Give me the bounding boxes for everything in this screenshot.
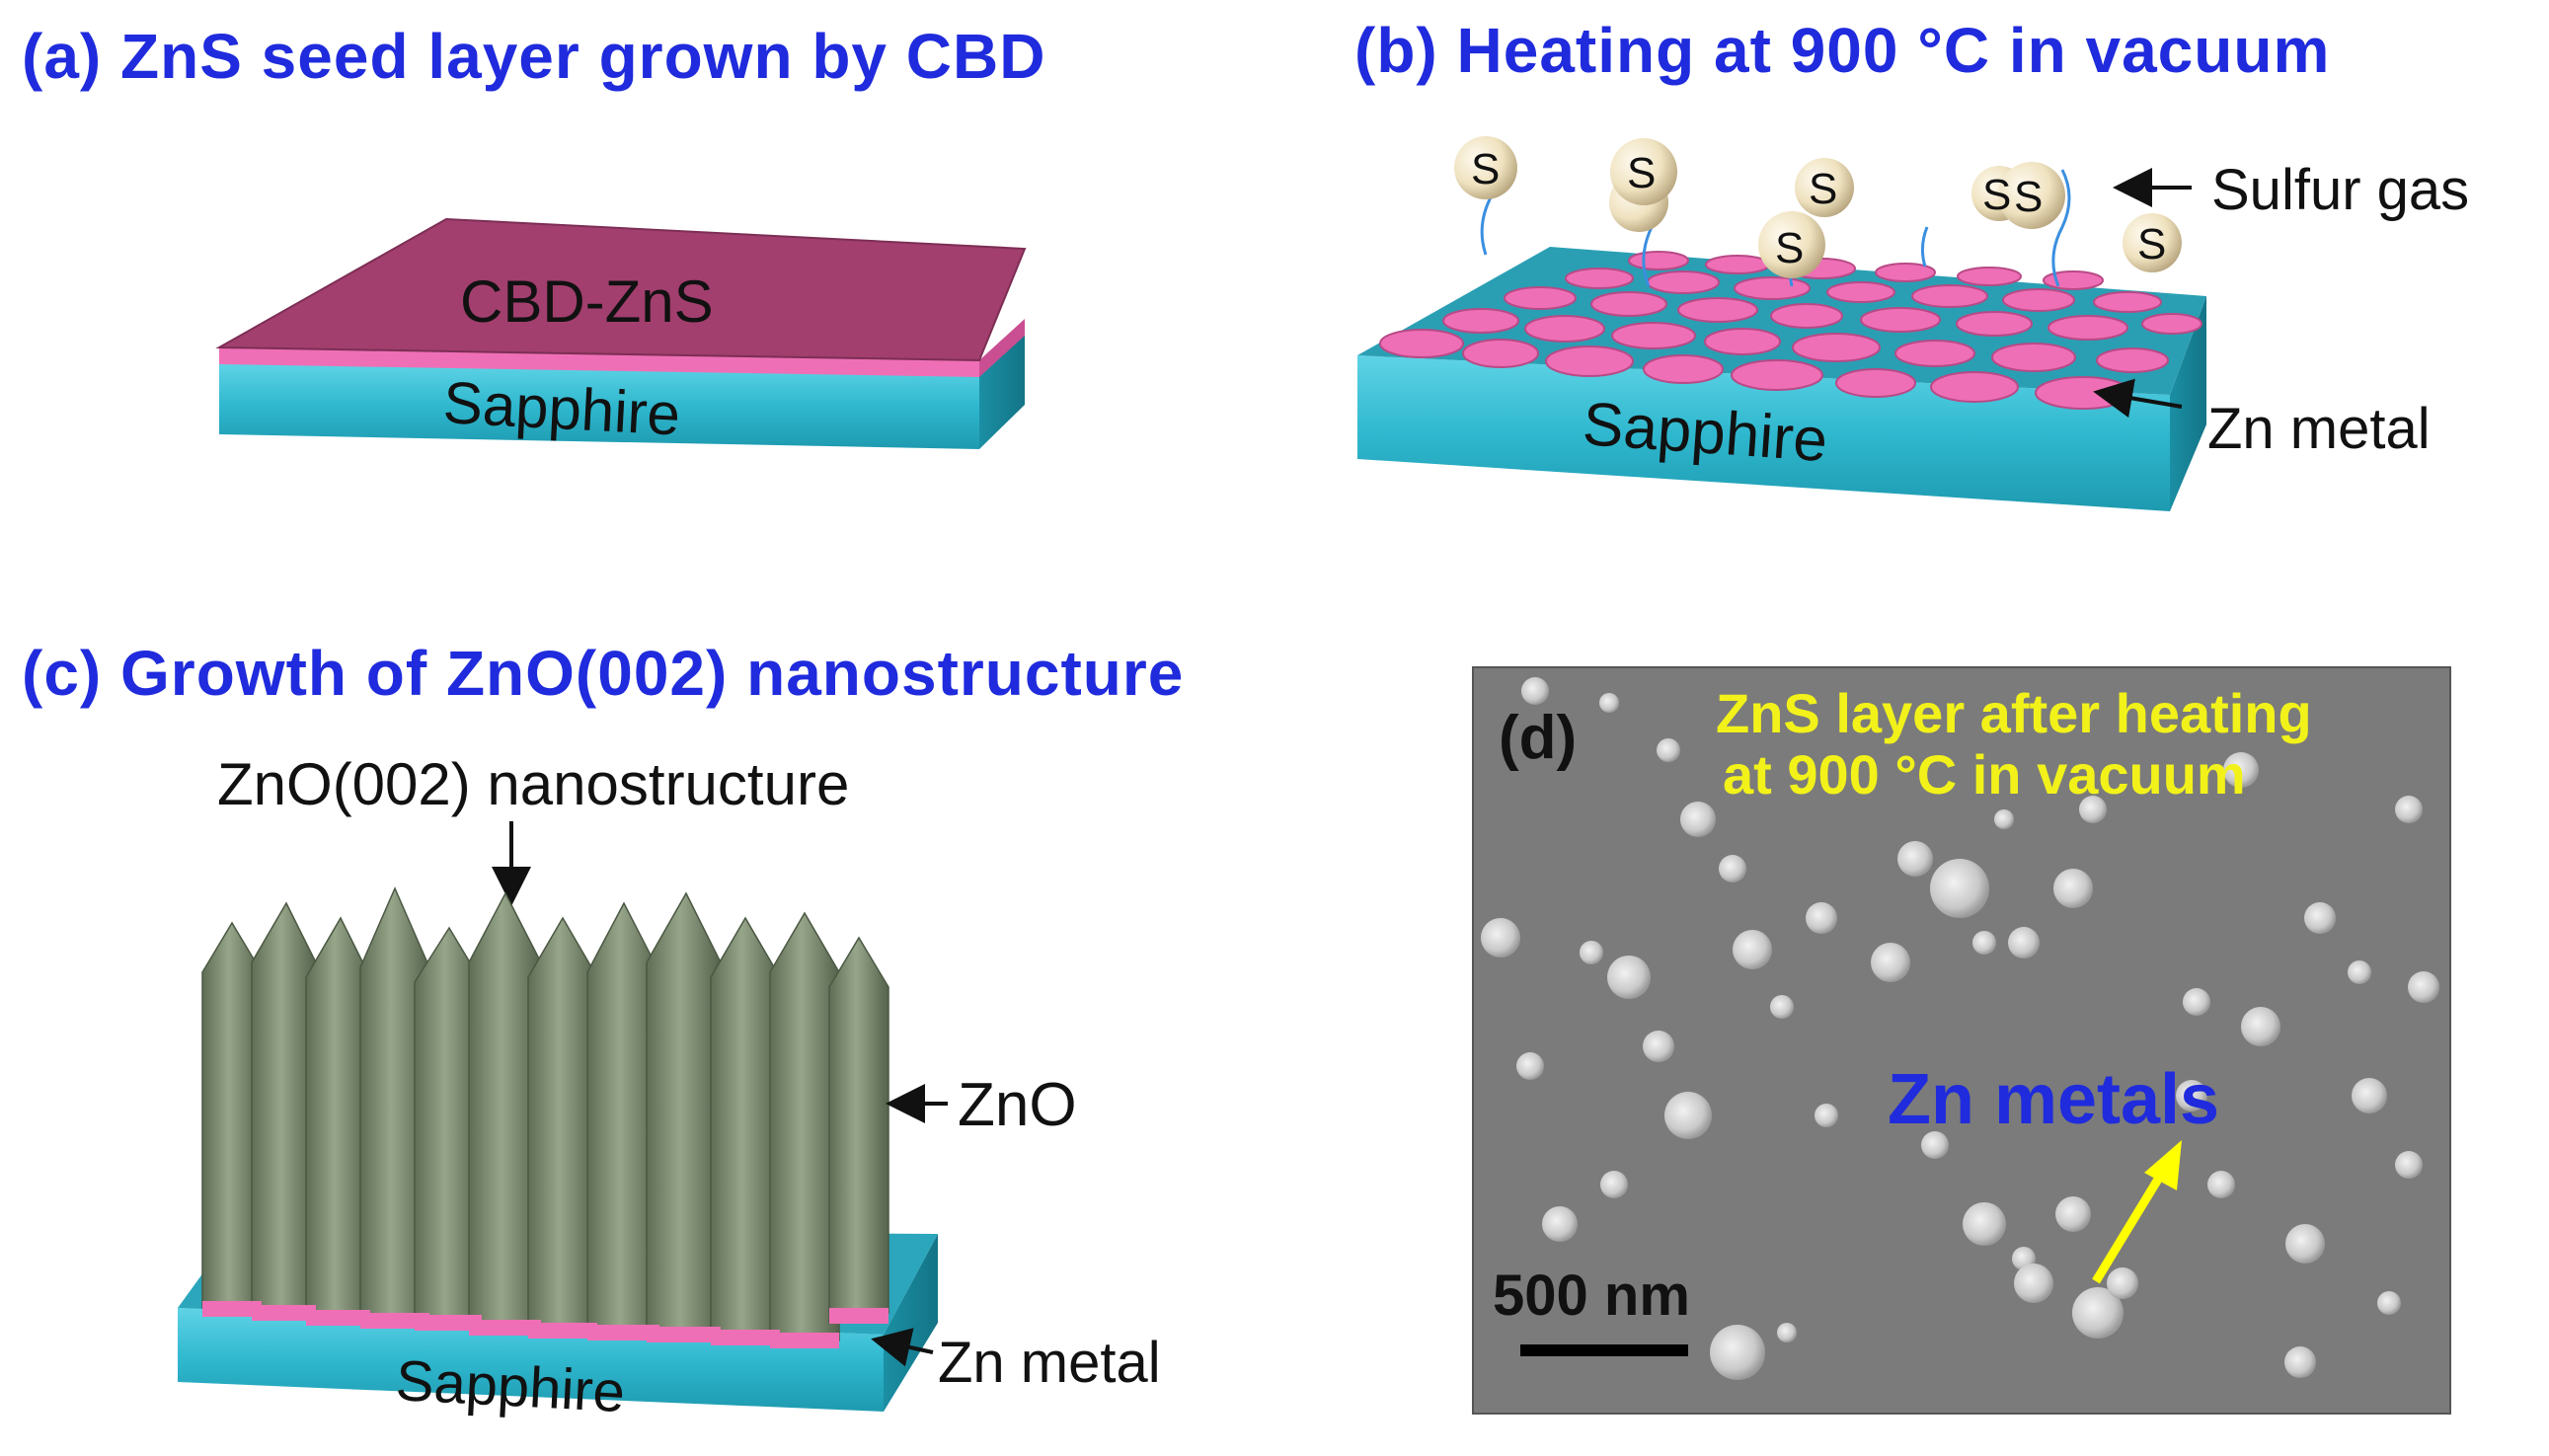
- zns-layer-side: [979, 319, 1025, 377]
- svg-text:S: S: [1627, 149, 1656, 197]
- scale-bar-label: 500 nm: [1493, 1264, 1690, 1328]
- sapphire-label-a: Sapphire: [441, 369, 681, 447]
- sapphire-label-c: Sapphire: [394, 1348, 626, 1424]
- zn-metals-label: Zn metals: [1888, 1060, 2219, 1139]
- zns-layer-top: [215, 217, 1027, 362]
- zno-nanorods: [201, 886, 889, 1341]
- svg-text:S: S: [2137, 220, 2166, 268]
- sem-background: [1472, 666, 2451, 1415]
- sapphire-substrate-front: [219, 363, 979, 449]
- sulfur-atoms: [1454, 136, 2182, 278]
- sem-caption-line2: at 900 °C in vacuum: [1723, 743, 2246, 805]
- zn-metals-arrow-shaft: [2092, 1170, 2166, 1284]
- zno-label: ZnO: [958, 1071, 1077, 1139]
- svg-text:S: S: [1775, 224, 1804, 272]
- zn-metal-label-b: Zn metal: [2207, 397, 2431, 461]
- zn-metal-bases: [202, 1301, 888, 1348]
- svg-text:S: S: [1809, 165, 1837, 213]
- sulfur-gas-label: Sulfur gas: [2211, 158, 2469, 222]
- panel-a-diagram: CBD-ZnS Sapphire: [215, 217, 1027, 449]
- panel-c-diagram: ZnO(002) nanostructure: [178, 751, 1161, 1424]
- zn-metal-islands: [1379, 251, 2202, 410]
- sem-particles: [1481, 677, 2439, 1380]
- sulfur-symbols: S S S S S S S: [1471, 145, 2166, 272]
- svg-text:S: S: [1471, 145, 1500, 193]
- panel-d-sem-image: (d) ZnS layer after heating at 900 °C in…: [1472, 666, 2451, 1415]
- sapphire-substrate-side: [979, 334, 1025, 449]
- scale-bar: [1520, 1344, 1688, 1356]
- svg-text:S: S: [2014, 173, 2043, 221]
- panel-c-title: (c) Growth of ZnO(002) nanostructure: [22, 638, 1185, 709]
- sem-caption-line1: ZnS layer after heating: [1716, 682, 2312, 744]
- svg-text:S: S: [1982, 171, 2011, 219]
- zno-nanostructure-label: ZnO(002) nanostructure: [217, 751, 849, 817]
- panel-d-label: (d): [1499, 704, 1577, 772]
- zn-metal-label-c: Zn metal: [938, 1331, 1161, 1395]
- zn-metals-arrow-head: [2144, 1140, 2182, 1190]
- panel-a-title: (a) ZnS seed layer grown by CBD: [22, 21, 1046, 92]
- zns-layer-front: [219, 347, 979, 377]
- sapphire-substrate-b-side: [2170, 296, 2206, 511]
- cbd-zns-label: CBD-ZnS: [460, 268, 714, 335]
- zn-metal-arrow-b: [2093, 378, 2183, 419]
- panel-b-diagram: S S S S S S S Sapphire Sulfur gas Zn met…: [1357, 136, 2469, 511]
- panel-b-title: (b) Heating at 900 °C in vacuum: [1354, 15, 2331, 86]
- zn-metal-arrow-c: [871, 1328, 934, 1367]
- sapphire-substrate-c-side: [884, 1234, 938, 1412]
